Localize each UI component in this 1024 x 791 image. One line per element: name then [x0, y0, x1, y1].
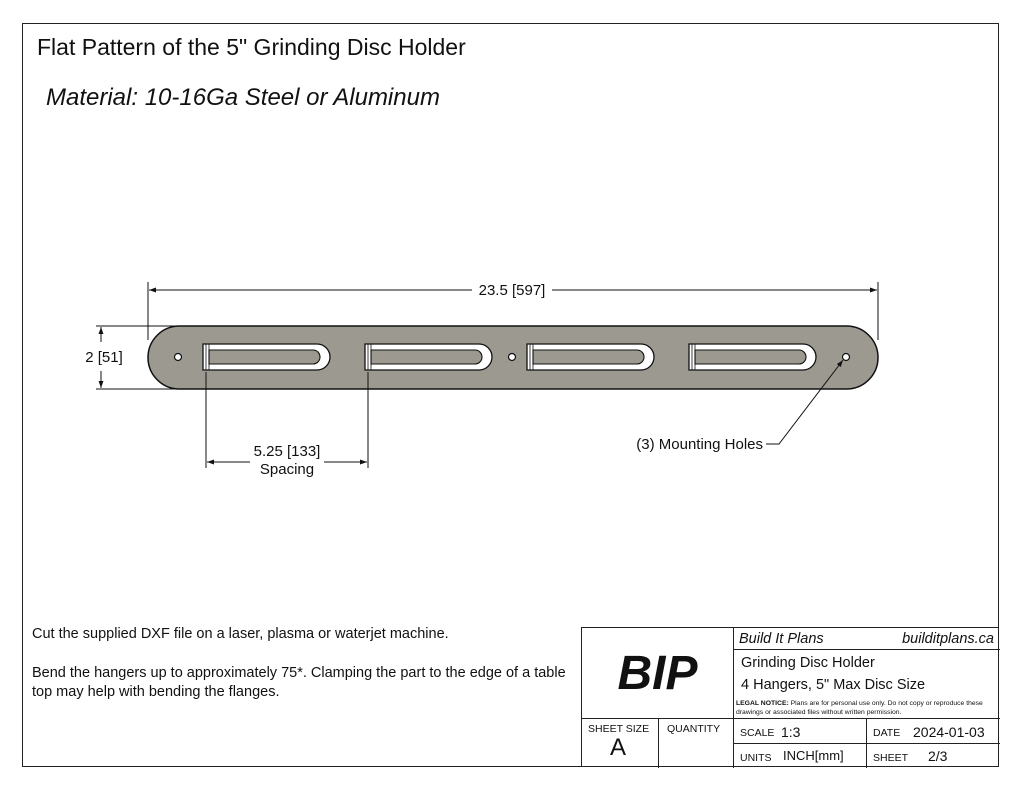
company-website: builditplans.ca: [902, 631, 994, 647]
quantity-label: QUANTITY: [667, 723, 721, 735]
hanger-slot: [526, 343, 655, 371]
quantity-cell: QUANTITY: [659, 719, 734, 768]
legal-label: LEGAL NOTICE:: [736, 700, 789, 707]
sheet-label: SHEET: [873, 752, 909, 764]
hanger-slot: [202, 343, 331, 371]
sheet-cell: SHEET 2/3: [867, 744, 1000, 768]
note-bend: Bend the hangers up to approximately 75*…: [32, 665, 566, 700]
sheet-size-label: SHEET SIZE: [588, 723, 650, 735]
spacing-label: Spacing: [260, 461, 314, 478]
units-label: UNITS: [740, 752, 772, 764]
mounting-holes-callout: (3) Mounting Holes: [636, 436, 763, 453]
mounting-hole: [173, 352, 183, 362]
sheet-value: 2/3: [928, 748, 948, 764]
sheet-size-cell: SHEET SIZE A: [582, 719, 659, 768]
hanger-slot: [364, 343, 493, 371]
title-block: BIP Build It Plans builditplans.ca Grind…: [581, 627, 1000, 768]
brand-row: Build It Plans builditplans.ca: [734, 628, 1000, 650]
sheet-size-value: A: [610, 734, 627, 761]
description-cell: Grinding Disc Holder 4 Hangers, 5" Max D…: [734, 650, 1000, 719]
mounting-holes-leader: [766, 359, 844, 445]
date-label: DATE: [873, 727, 901, 739]
units-cell: UNITS INCH[mm]: [734, 744, 867, 768]
material-spec: Material: 10-16Ga Steel or Aluminum: [46, 84, 440, 111]
note-cut: Cut the supplied DXF file on a laser, pl…: [32, 626, 449, 642]
scale-label: SCALE: [740, 727, 775, 739]
drawing-title: Flat Pattern of the 5" Grinding Disc Hol…: [37, 34, 466, 60]
drawing-border: [22, 23, 999, 767]
block-drawing-title: Grinding Disc Holder: [741, 655, 875, 671]
company-logo: BIP: [582, 628, 734, 719]
legal-notice: LEGAL NOTICE: Plans are for personal use…: [736, 699, 998, 717]
mounting-hole: [841, 352, 851, 362]
date-value: 2024-01-03: [913, 724, 985, 740]
length-dimension: 23.5 [597]: [479, 282, 546, 299]
width-dimension: 2 [51]: [85, 349, 123, 366]
spacing-dimension: 5.25 [133]: [254, 443, 321, 460]
legal-text: Plans are for personal use only. Do not …: [736, 700, 983, 716]
mounting-hole: [507, 352, 517, 362]
date-cell: DATE 2024-01-03: [867, 719, 1000, 744]
hanger-slot: [688, 343, 817, 371]
block-drawing-subtitle: 4 Hangers, 5" Max Disc Size: [741, 677, 926, 693]
units-value: INCH[mm]: [783, 748, 844, 763]
company-name: Build It Plans: [739, 631, 824, 647]
scale-value: 1:3: [781, 724, 801, 740]
scale-cell: SCALE 1:3: [734, 719, 867, 744]
